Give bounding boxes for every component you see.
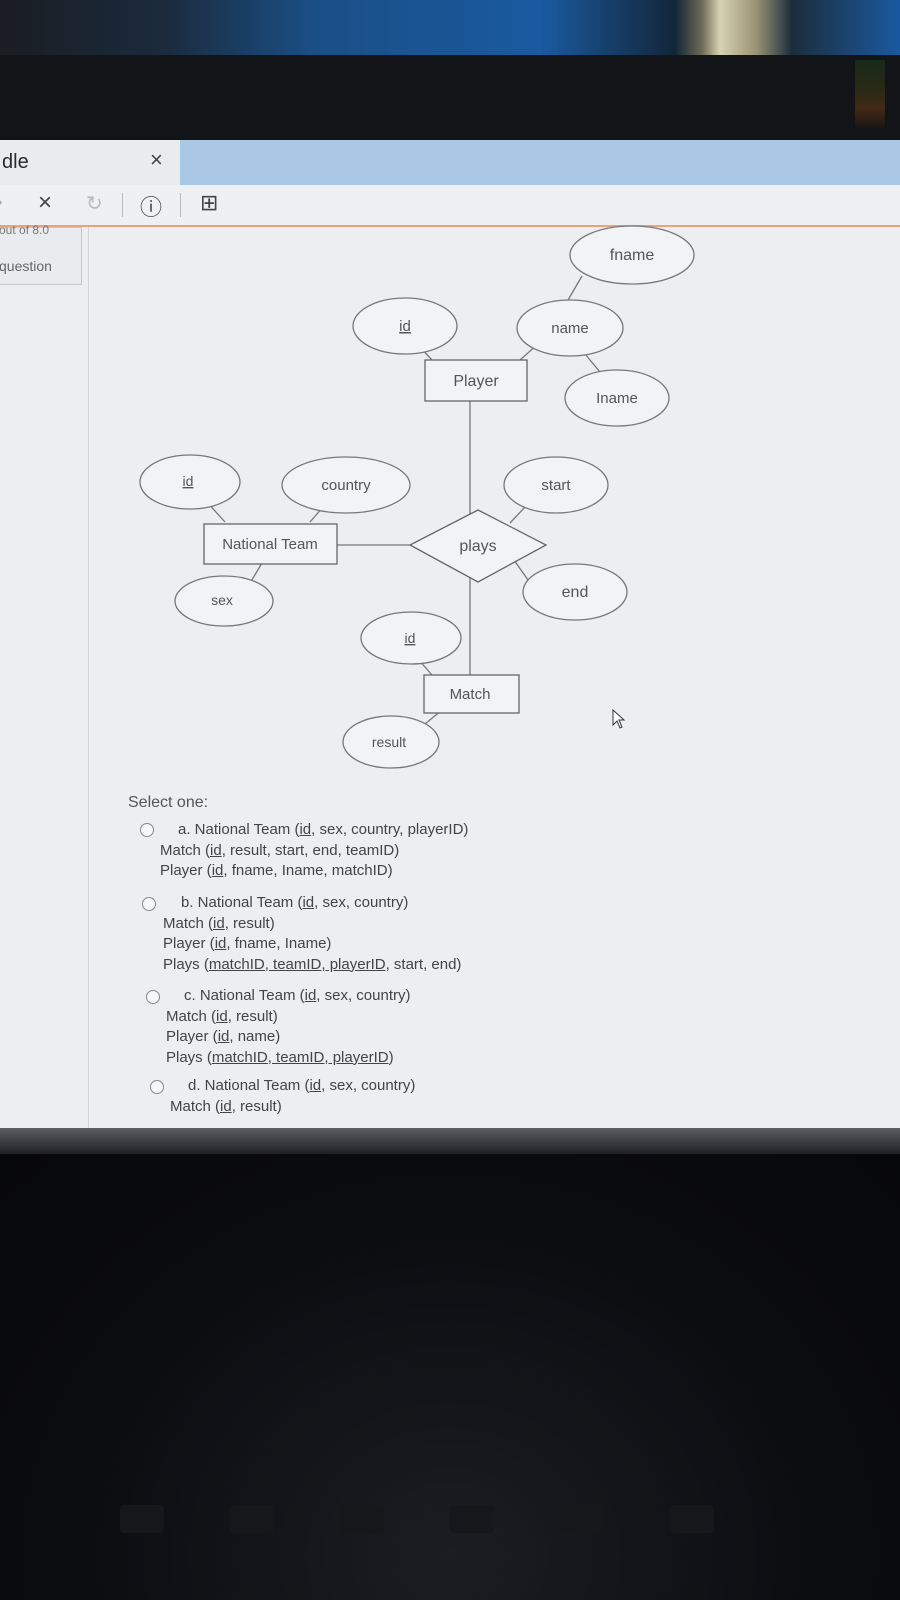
option-a-line: Player (id, fname, Iname, matchID) [160, 862, 393, 879]
question-label: question [0, 258, 52, 274]
player-lname-attr [564, 369, 670, 427]
team-sex-line [249, 562, 263, 584]
option-a-text[interactable]: a. National Team (id, sex, country, play… [160, 820, 468, 882]
browser-window: dle × › × ↻ ⓘ ⊞ out of 8.0 question [0, 140, 900, 1165]
player-entity-box [424, 359, 528, 402]
quiz-area: Select one: a. National Team (id, sex, c… [0, 140, 900, 1165]
close-tab-icon[interactable]: × [150, 147, 163, 172]
player-fname-label: fname [610, 247, 655, 264]
match-id-attr [360, 611, 462, 665]
reload-icon[interactable]: ↻ [86, 193, 103, 215]
option-b-text[interactable]: b. National Team (id, sex, country) Matc… [163, 893, 461, 975]
rel-end-label: end [562, 584, 589, 601]
option-a-radio[interactable] [140, 823, 154, 837]
er-diagram: Player id name fname Iname National Team… [139, 225, 695, 769]
option-b-line: b. National Team (id, sex, country) [181, 894, 409, 911]
rel-end-attr [522, 563, 628, 621]
option-c-line: Plays (matchID, teamID, playerID) [166, 1048, 394, 1066]
option-d-line: Match (id, result) [170, 1097, 282, 1115]
content-divider [88, 227, 89, 1165]
select-one-label: Select one: [128, 794, 209, 811]
background-screen-glare [0, 0, 900, 55]
team-sex-label: sex [211, 592, 233, 608]
name-fname-line [567, 275, 583, 301]
option-d-line: d. National Team (id, sex, country) [188, 1077, 416, 1094]
stop-icon[interactable]: × [38, 189, 53, 216]
rel-start-attr [503, 456, 609, 514]
option-c-line: c. National Team (id, sex, country) [184, 987, 411, 1004]
player-lname-label: Iname [596, 390, 638, 407]
info-icon[interactable]: ⓘ [140, 195, 163, 220]
player-entity-label: Player [453, 373, 499, 390]
plays-end-line [513, 559, 529, 581]
monitor-bezel [0, 55, 900, 140]
option-b-line: Player (id, fname, Iname) [163, 935, 332, 952]
mouse-cursor-icon [612, 709, 626, 729]
match-entity-label: Match [450, 686, 491, 703]
toolbar-separator [122, 193, 123, 217]
browser-toolbar: › × ↻ ⓘ ⊞ [0, 185, 900, 227]
option-c-text[interactable]: c. National Team (id, sex, country) Matc… [166, 986, 411, 1068]
option-c-radio[interactable] [146, 990, 160, 1004]
option-a-line: Match (id, result, start, end, teamID) [160, 841, 400, 859]
team-country-label: country [321, 477, 371, 494]
monitor-bottom-bezel [0, 1128, 900, 1154]
keyboard-key [230, 1505, 274, 1533]
player-name-label: name [551, 320, 589, 337]
option-c-line: Player (id, name) [166, 1028, 281, 1045]
forward-arrow-icon[interactable]: › [0, 191, 3, 214]
monitor-led [855, 60, 885, 130]
plays-relationship-label: plays [459, 538, 496, 555]
team-sex-attr [174, 575, 274, 627]
option-d-text[interactable]: d. National Team (id, sex, country) Matc… [170, 1076, 415, 1117]
player-id-attr [352, 297, 458, 355]
match-entity-box [423, 674, 520, 714]
player-name-attr [516, 299, 624, 357]
name-lname-line [584, 353, 601, 373]
question-score: out of 8.0 [0, 223, 50, 237]
keyboard-area [0, 1154, 900, 1600]
tab-title[interactable]: dle [2, 151, 29, 173]
keyboard-key [450, 1505, 494, 1533]
question-info-box: out of 8.0 question [0, 223, 82, 285]
option-b-radio[interactable] [142, 897, 156, 911]
keyboard-key [120, 1505, 164, 1533]
option-c-line: Match (id, result) [166, 1007, 278, 1025]
option-b-line: Match (id, result) [163, 914, 275, 932]
rel-start-label: start [541, 477, 571, 494]
page-icon[interactable]: ⊞ [200, 190, 219, 215]
keyboard-key [560, 1505, 604, 1533]
match-id-label: id [405, 630, 416, 646]
team-id-label: id [183, 473, 194, 489]
player-fname-attr [569, 225, 695, 285]
team-country-attr [281, 456, 411, 514]
match-result-attr [342, 715, 440, 769]
plays-start-line [509, 505, 527, 524]
match-result-label: result [372, 734, 406, 750]
tab-strip-background [180, 140, 900, 185]
player-id-label: id [399, 318, 411, 335]
toolbar-separator [180, 193, 181, 217]
team-entity-box [203, 523, 338, 565]
option-d-radio[interactable] [150, 1080, 164, 1094]
keyboard-key [340, 1505, 384, 1533]
option-a-line: a. National Team (id, sex, country, play… [178, 821, 469, 838]
plays-relationship-diamond [408, 509, 548, 583]
option-b-line: Plays (matchID, teamID, playerID, start,… [163, 955, 462, 973]
tab-bar: dle × [0, 140, 900, 185]
team-id-attr [139, 454, 241, 510]
keyboard-key [670, 1505, 714, 1533]
team-entity-label: National Team [222, 536, 318, 553]
